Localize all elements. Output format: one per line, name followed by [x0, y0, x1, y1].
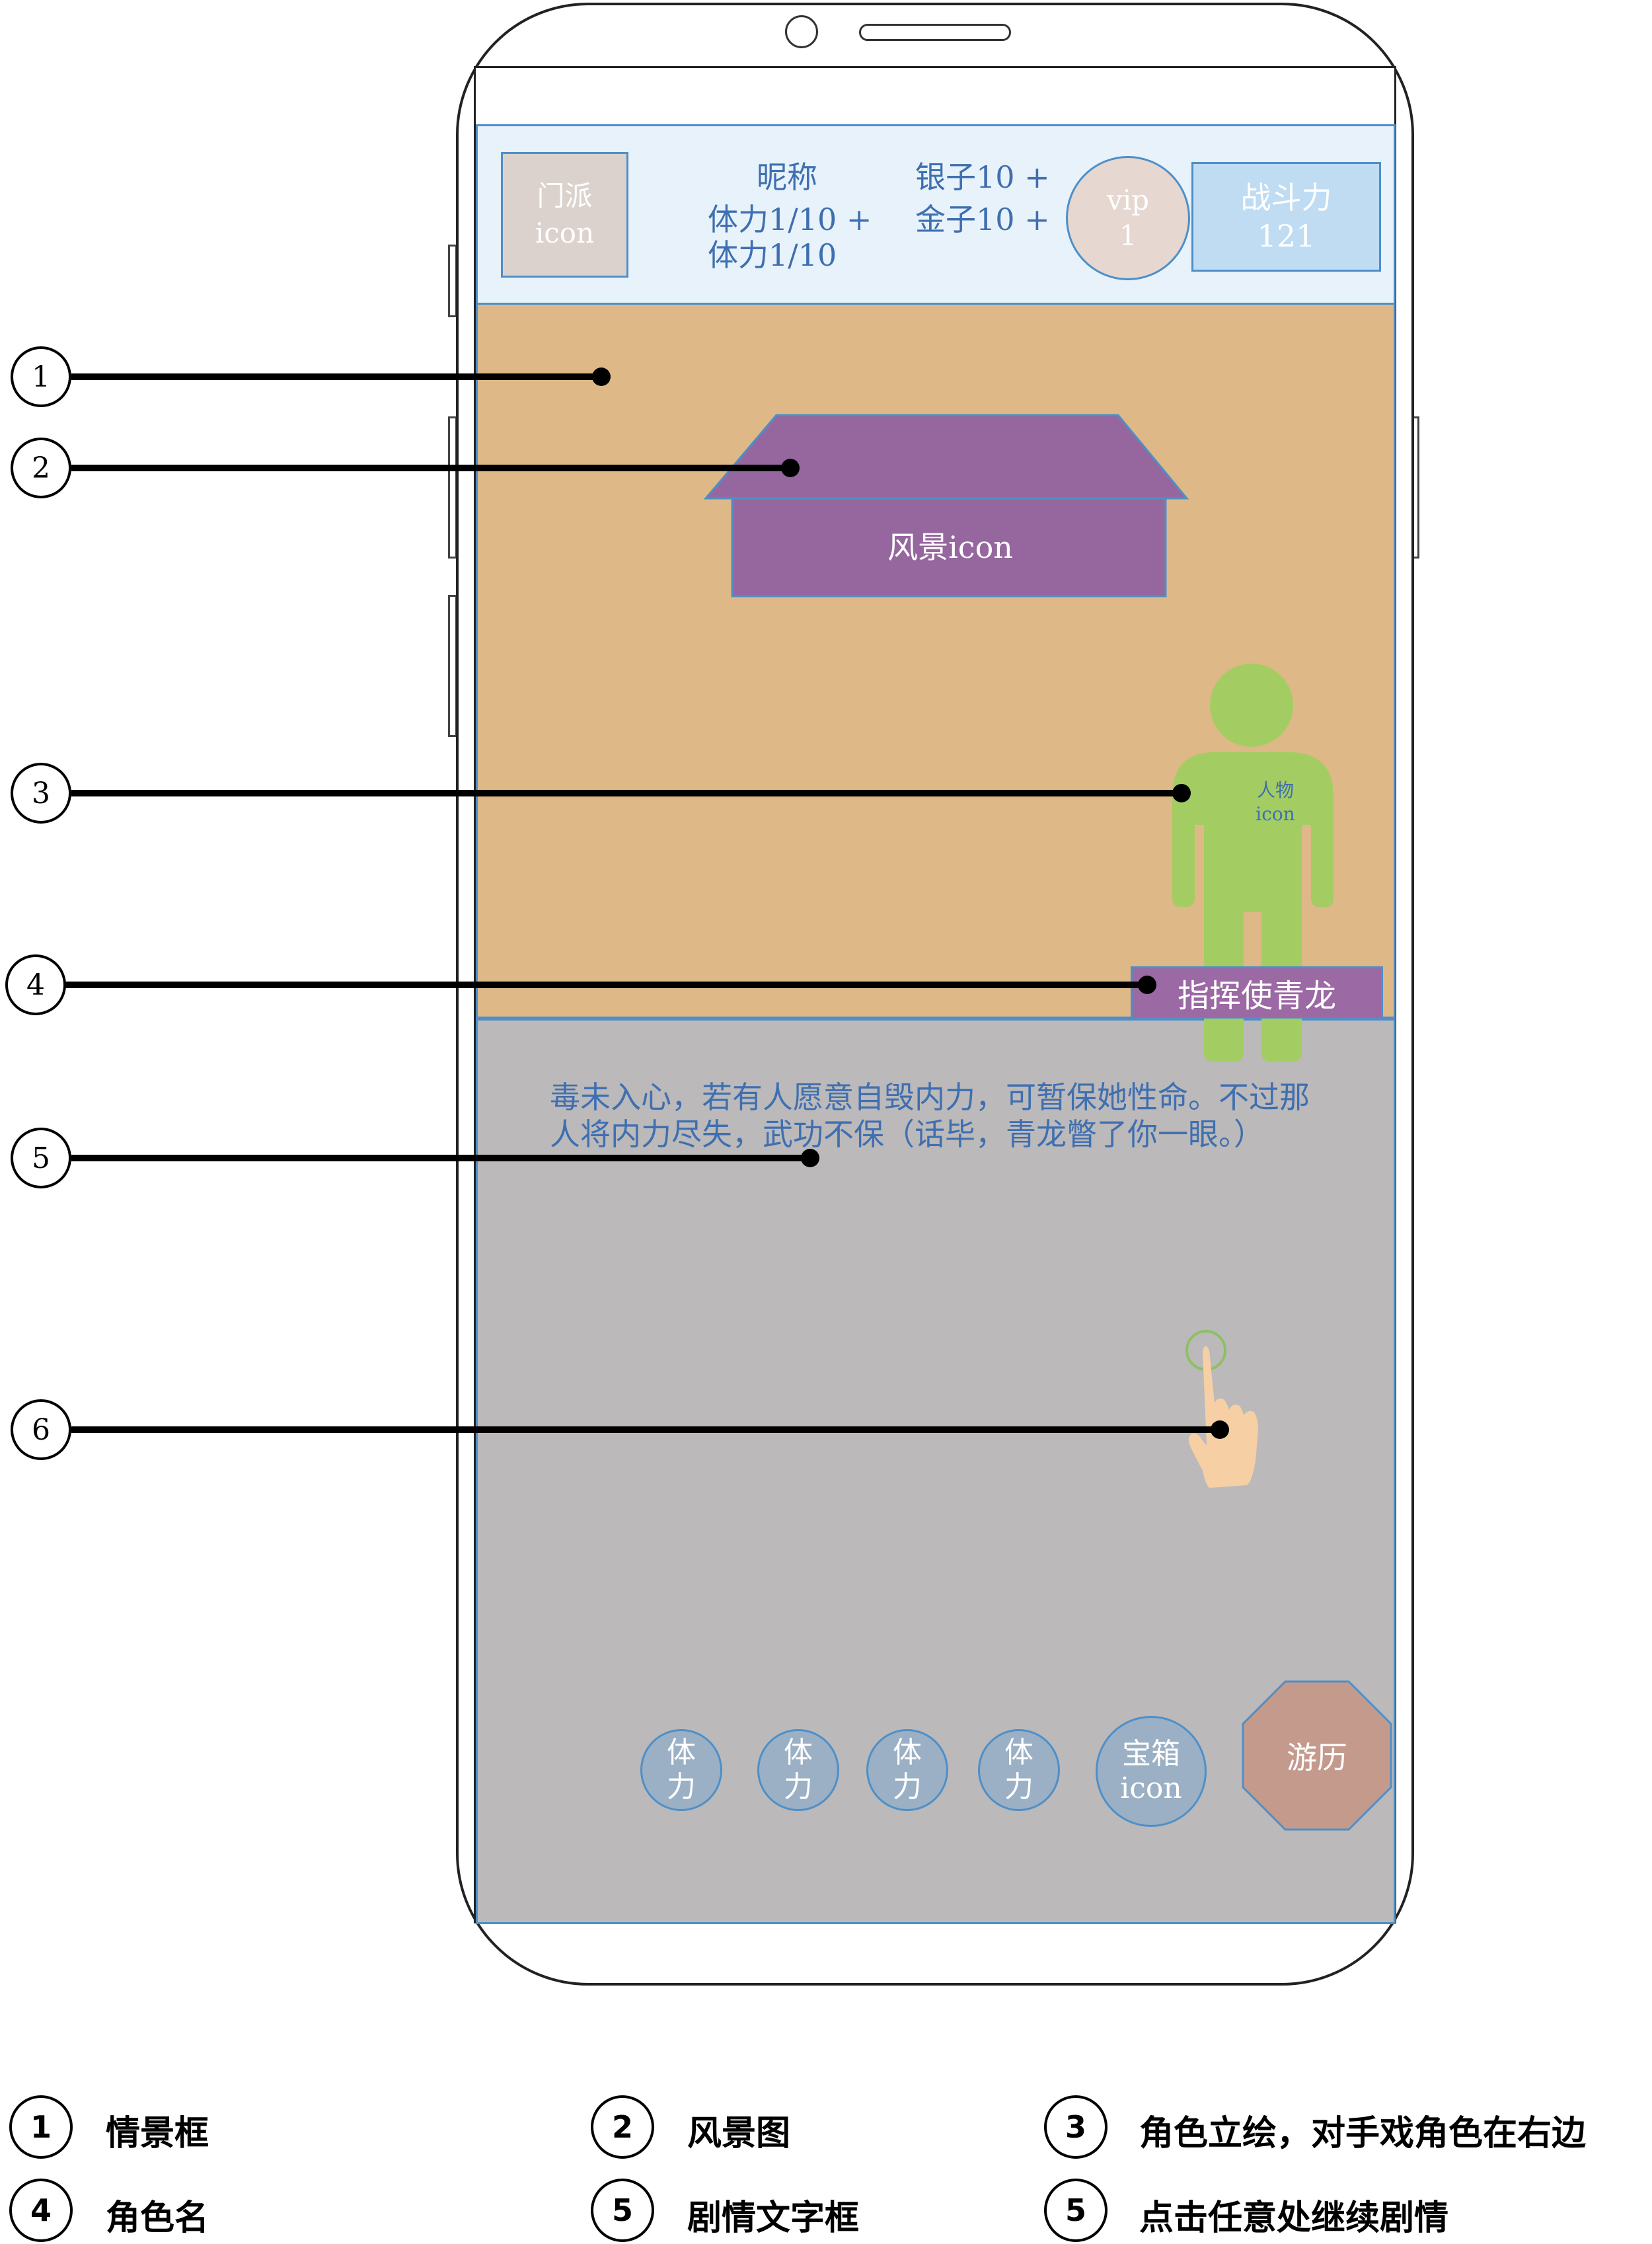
travel-octagon-icon [1242, 1680, 1392, 1831]
phone-camera [785, 15, 818, 48]
character-legs [1204, 1019, 1302, 1062]
character-name-bar: 指挥使青龙 [1131, 966, 1383, 1019]
stamina-button-label: 力 [667, 1770, 696, 1804]
vip-label: vip [1106, 184, 1150, 216]
character-label: 人物 icon [1236, 779, 1315, 826]
treasure-chest-label: 宝箱 [1122, 1737, 1180, 1771]
legend-number: 5 [1044, 2179, 1108, 2242]
sect-icon-label-2: icon [535, 217, 595, 249]
character-label-2: icon [1256, 803, 1295, 825]
stamina-button-4[interactable]: 体 力 [978, 1729, 1060, 1811]
callout-marker-5: 5 [11, 1128, 71, 1188]
legend-number: 4 [9, 2179, 73, 2242]
story-text-line-1: 毒未入心，若有人愿意自毁内力，可暂保她性命。不过那 [550, 1079, 1310, 1115]
stamina-button-3[interactable]: 体 力 [866, 1729, 948, 1811]
stamina-button-label: 体 [667, 1736, 696, 1769]
story-text: 毒未入心，若有人愿意自毁内力，可暂保她性命。不过那 人将内力尽失，武功不保（话毕… [550, 1079, 1343, 1153]
vip-level: 1 [1119, 219, 1137, 252]
legend-number: 3 [1044, 2095, 1108, 2159]
gold-counter[interactable]: 金子10 + [915, 202, 1050, 237]
silver-counter[interactable]: 银子10 + [915, 159, 1050, 195]
combat-power-badge[interactable]: 战斗力 121 [1191, 162, 1381, 272]
stamina-counter[interactable]: 体力1/10 + [708, 202, 872, 237]
legend-text: 风景图 [687, 2114, 791, 2153]
landscape-label: 风景icon [887, 529, 1013, 565]
treasure-chest-button[interactable]: 宝箱 icon [1096, 1716, 1207, 1827]
stamina-button-label: 体 [784, 1736, 813, 1769]
hand-pointer-icon [1185, 1330, 1258, 1488]
callout-marker-6: 6 [11, 1399, 71, 1460]
travel-button[interactable]: 游历 [1287, 1740, 1347, 1775]
stamina-button-label: 体 [893, 1736, 922, 1769]
callout-lines [65, 368, 1229, 1439]
stamina-button-1[interactable]: 体 力 [640, 1729, 722, 1811]
treasure-chest-label: icon [1120, 1771, 1182, 1805]
callout-marker-1: 1 [11, 346, 71, 407]
house-landscape-icon [703, 414, 1189, 598]
stamina-button-label: 力 [1004, 1770, 1033, 1804]
stamina-button-label: 体 [1004, 1736, 1033, 1769]
callout-marker-3: 3 [11, 763, 71, 824]
sect-icon-label-1: 门派 [537, 180, 593, 212]
callout-marker-4: 4 [5, 954, 66, 1015]
legend-text: 剧情文字框 [687, 2198, 860, 2238]
phone-speaker [859, 24, 1011, 41]
legend-number: 5 [591, 2179, 654, 2242]
character-label-1: 人物 [1256, 779, 1294, 801]
nickname: 昵称 [757, 159, 817, 195]
legend-number: 2 [591, 2095, 654, 2159]
legend-text: 角色名 [106, 2198, 209, 2238]
legend-text: 角色立绘，对手戏角色在右边 [1139, 2114, 1587, 2153]
story-text-line-2: 人将内力尽失，武功不保（话毕，青龙瞥了你一眼。） [550, 1116, 1264, 1152]
legend-text: 情景框 [106, 2114, 209, 2153]
combat-power-value: 121 [1257, 218, 1316, 254]
vip-badge[interactable]: vip 1 [1066, 156, 1190, 280]
stamina-button-label: 力 [893, 1770, 922, 1804]
legend-number: 1 [9, 2095, 73, 2159]
stamina-counter-secondary: 体力1/10 [708, 237, 837, 273]
combat-power-label: 战斗力 [1240, 180, 1332, 215]
stamina-button-label: 力 [784, 1770, 813, 1804]
legend-text: 点击任意处继续剧情 [1139, 2198, 1449, 2238]
stamina-button-2[interactable]: 体 力 [757, 1729, 839, 1811]
callout-marker-2: 2 [11, 438, 71, 498]
sect-icon[interactable]: 门派 icon [501, 152, 628, 278]
